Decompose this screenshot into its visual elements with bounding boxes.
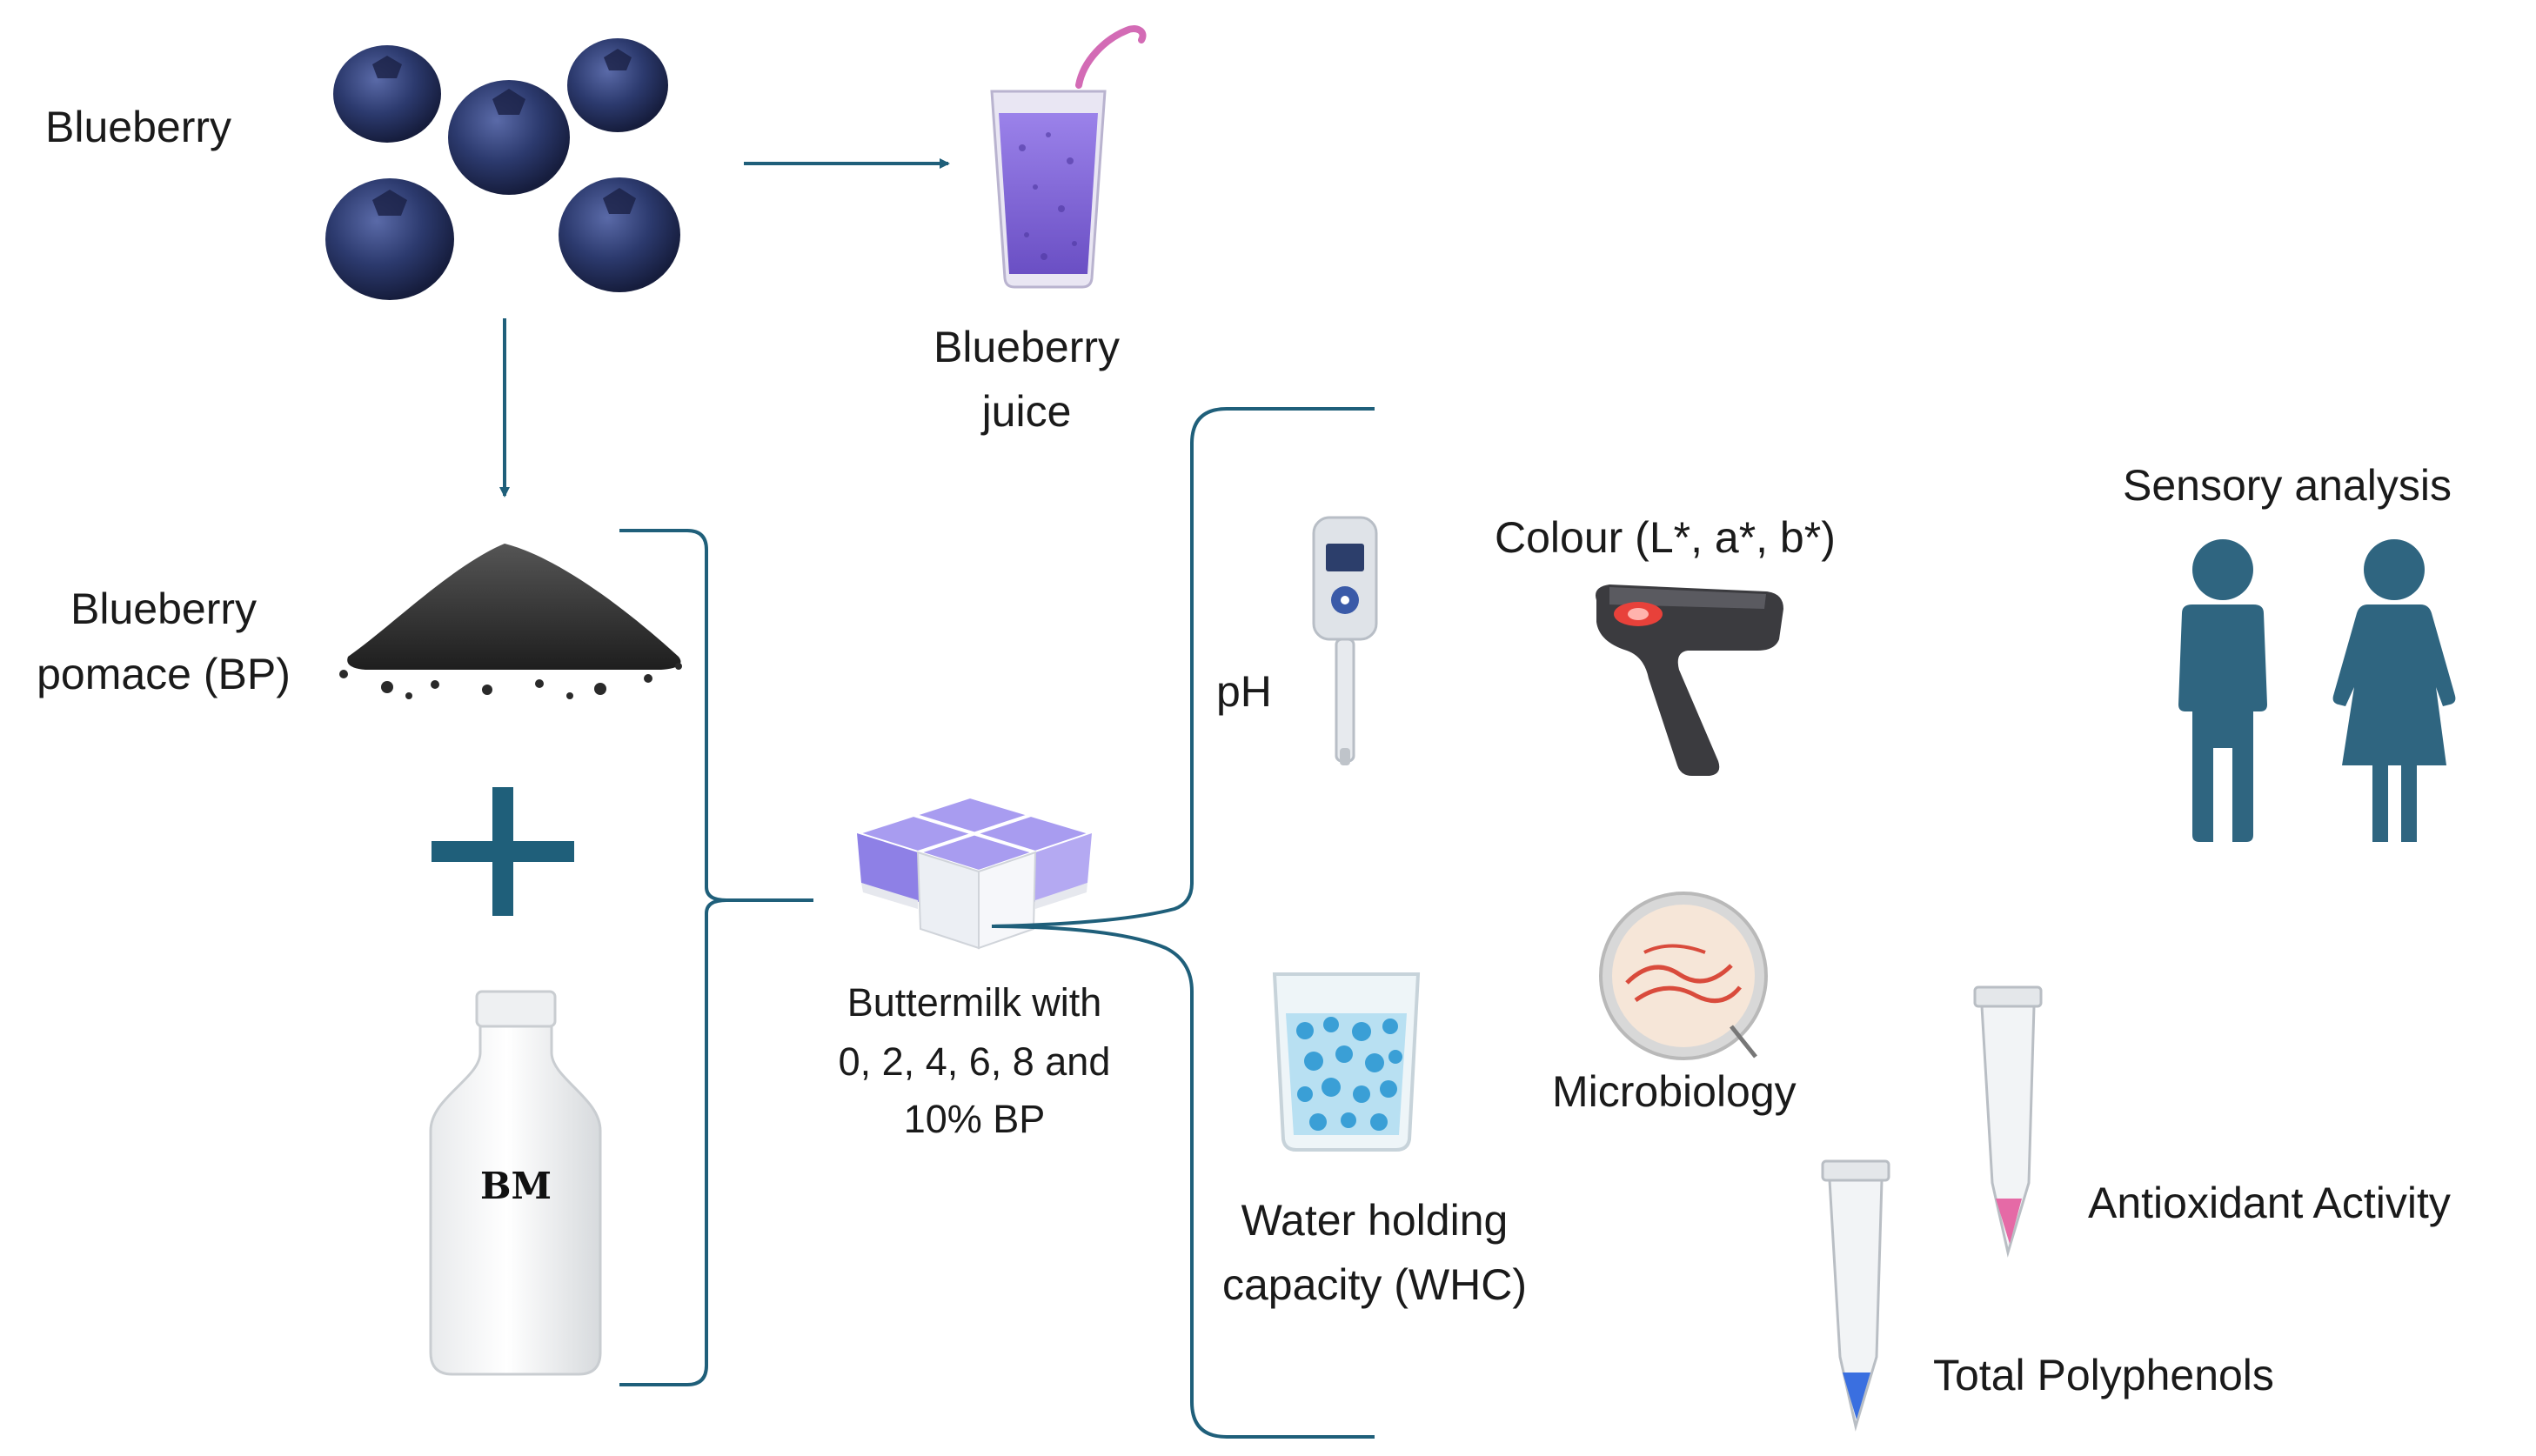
- blueberry-3: [448, 80, 570, 195]
- ph-label: pH: [1216, 667, 1272, 716]
- bottle-label: BM: [480, 1165, 552, 1207]
- pomace-pile-icon: [339, 544, 682, 699]
- blueberries-icon: [325, 38, 680, 300]
- juice-label-line2: juice: [980, 387, 1072, 436]
- whc-label-line1: Water holding: [1241, 1196, 1509, 1245]
- petri-dish-icon: [1599, 892, 1768, 1060]
- blueberry-2: [567, 38, 668, 132]
- colour-label: Colour (L*, a*, b*): [1495, 513, 1836, 562]
- tube-pink-icon: [1973, 985, 2043, 1258]
- plus-icon: [432, 787, 574, 916]
- juice-label-line1: Blueberry: [933, 323, 1120, 371]
- tube-blue-icon: [1821, 1159, 1890, 1432]
- beaker-icon: [1272, 972, 1421, 1152]
- people-icon: [2178, 539, 2456, 842]
- milk-bottle-icon: BM: [429, 990, 602, 1376]
- sensory-label: Sensory analysis: [2123, 461, 2452, 510]
- blueberry-1: [333, 45, 441, 143]
- whc-label-line2: capacity (WHC): [1222, 1260, 1527, 1309]
- yogurt-cups-icon: [851, 794, 1098, 950]
- buttermilk-label-line3: 10% BP: [904, 1097, 1046, 1141]
- juice-glass-icon: [990, 25, 1147, 289]
- blueberry-4: [325, 178, 454, 300]
- colorimeter-icon: [1596, 584, 1783, 776]
- buttermilk-label-line2: 0, 2, 4, 6, 8 and: [839, 1039, 1111, 1084]
- microbiology-label: Microbiology: [1552, 1067, 1797, 1116]
- antioxidant-label: Antioxidant Activity: [2088, 1179, 2451, 1227]
- buttermilk-label-line1: Buttermilk with: [847, 980, 1102, 1025]
- pomace-label-line1: Blueberry: [70, 584, 257, 633]
- polyphenols-label: Total Polyphenols: [1933, 1351, 2274, 1399]
- ph-meter-icon: [1312, 516, 1378, 765]
- left-bracket: [619, 529, 813, 1386]
- blueberry-5: [559, 177, 680, 292]
- pomace-label-line2: pomace (BP): [37, 650, 291, 698]
- right-bracket-lower: [991, 925, 1375, 1439]
- blueberry-label: Blueberry: [45, 103, 231, 151]
- right-bracket-upper: [991, 407, 1375, 928]
